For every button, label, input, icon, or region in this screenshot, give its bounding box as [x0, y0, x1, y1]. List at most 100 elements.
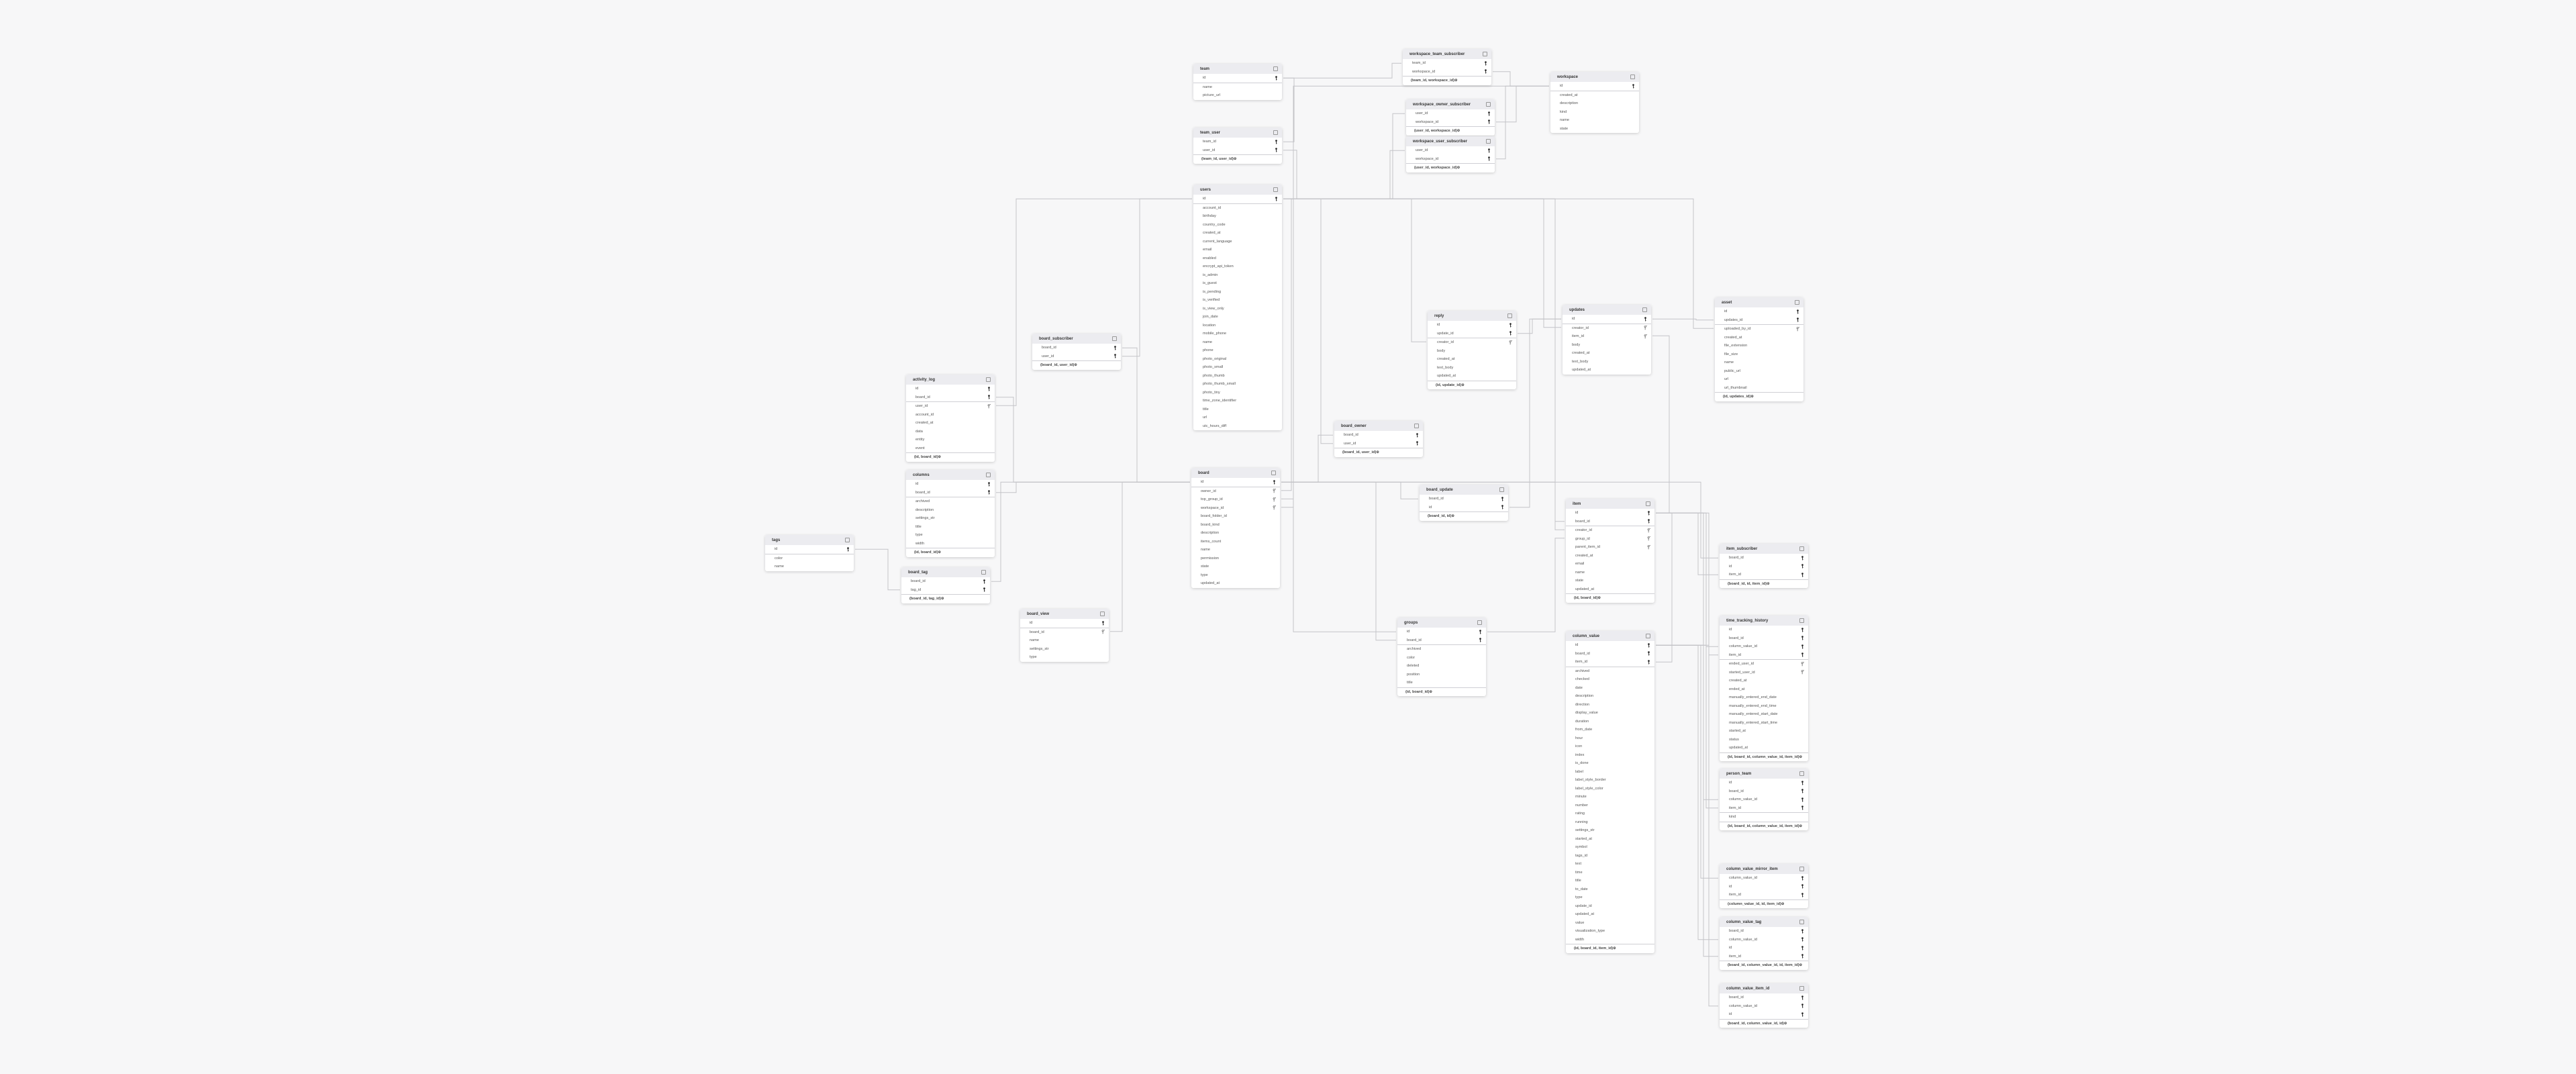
table-header[interactable]: board — [1191, 468, 1280, 478]
column-row[interactable]: item_id — [1566, 658, 1654, 667]
column-row[interactable]: user_id — [1406, 146, 1495, 155]
column-row[interactable]: created_at — [1720, 677, 1808, 685]
column-row[interactable]: top_group_id — [1191, 495, 1280, 504]
column-row[interactable]: visualization_type — [1566, 927, 1654, 936]
column-row[interactable]: workspace_id — [1406, 154, 1495, 163]
column-row[interactable]: photo_thumb_small — [1193, 380, 1282, 389]
column-row[interactable]: permission — [1191, 554, 1280, 563]
column-row[interactable]: position — [1397, 671, 1486, 679]
column-row[interactable]: label — [1566, 768, 1654, 777]
open-table-icon[interactable] — [1799, 986, 1804, 991]
column-row[interactable]: email — [1566, 560, 1654, 569]
column-row[interactable]: created_at — [906, 419, 995, 428]
column-row[interactable]: item_id — [1720, 571, 1808, 579]
column-row[interactable]: item_id — [1720, 803, 1808, 812]
column-row[interactable]: column_value_id — [1720, 795, 1808, 804]
column-row[interactable]: id — [1715, 307, 1803, 316]
table-header[interactable]: person_team — [1720, 769, 1808, 779]
column-row[interactable]: is_done — [1566, 759, 1654, 768]
table-header[interactable]: team — [1193, 64, 1282, 74]
open-table-icon[interactable] — [1646, 501, 1650, 506]
column-row[interactable]: created_at — [1428, 355, 1516, 364]
column-row[interactable]: manually_entered_start_date — [1720, 710, 1808, 719]
column-row[interactable]: id — [1193, 74, 1282, 83]
open-table-icon[interactable] — [1799, 867, 1804, 871]
column-row[interactable]: board_id — [1566, 649, 1654, 658]
column-row[interactable]: description — [1191, 529, 1280, 538]
column-row[interactable]: workspace_id — [1406, 117, 1495, 126]
column-row[interactable]: icon — [1566, 742, 1654, 751]
column-row[interactable]: settings_str — [906, 514, 995, 523]
column-row[interactable]: item_id — [1720, 891, 1808, 899]
column-row[interactable]: updates_id — [1715, 315, 1803, 324]
column-row[interactable]: title — [1193, 405, 1282, 414]
table-header[interactable]: team_user — [1193, 128, 1282, 138]
column-row[interactable]: id — [1550, 82, 1639, 91]
open-table-icon[interactable] — [1799, 546, 1804, 551]
column-row[interactable]: photo_thumb — [1193, 372, 1282, 381]
column-row[interactable]: name — [1715, 358, 1803, 367]
table-header[interactable]: board_owner — [1334, 421, 1423, 431]
column-row[interactable]: board_id — [1720, 993, 1808, 1002]
open-table-icon[interactable] — [1486, 139, 1491, 144]
open-table-icon[interactable] — [986, 377, 991, 382]
column-row[interactable]: settings_str — [1020, 645, 1109, 654]
column-row[interactable]: name — [1566, 569, 1654, 577]
column-row[interactable]: picture_url — [1193, 91, 1282, 100]
column-row[interactable]: kind — [1720, 812, 1808, 822]
column-row[interactable]: ended_user_id — [1720, 659, 1808, 669]
table-header[interactable]: users — [1193, 185, 1282, 195]
column-row[interactable]: to_date — [1566, 885, 1654, 894]
column-row[interactable]: from_date — [1566, 726, 1654, 734]
column-row[interactable]: column_value_id — [1720, 1002, 1808, 1010]
column-row[interactable]: user_id — [1032, 352, 1121, 360]
column-row[interactable]: deleted — [1397, 662, 1486, 671]
open-table-icon[interactable] — [1646, 634, 1650, 638]
open-table-icon[interactable] — [1273, 187, 1278, 192]
open-table-icon[interactable] — [1799, 771, 1804, 776]
column-row[interactable]: id — [1428, 321, 1516, 330]
open-table-icon[interactable] — [1486, 102, 1491, 107]
column-row[interactable]: join_date — [1193, 313, 1282, 322]
table-header[interactable]: activity_log — [906, 375, 995, 385]
column-row[interactable]: id — [1191, 478, 1280, 487]
column-row[interactable]: time_zone_identifier — [1193, 397, 1282, 405]
table-header[interactable]: columns — [906, 470, 995, 480]
table-header[interactable]: groups — [1397, 618, 1486, 628]
column-row[interactable]: is_admin — [1193, 271, 1282, 280]
column-row[interactable]: file_extension — [1715, 342, 1803, 350]
column-row[interactable]: symbol — [1566, 843, 1654, 852]
table-header[interactable]: workspace — [1550, 72, 1639, 82]
table-header[interactable]: column_value_item_id — [1720, 983, 1808, 993]
column-row[interactable]: settings_str — [1566, 826, 1654, 835]
column-row[interactable]: title — [906, 523, 995, 532]
table-header[interactable]: column_value_tag — [1720, 917, 1808, 927]
column-row[interactable]: current_language — [1193, 238, 1282, 246]
column-row[interactable]: title — [1397, 679, 1486, 687]
table-header[interactable]: updates — [1563, 305, 1651, 315]
column-row[interactable]: name — [1191, 546, 1280, 554]
column-row[interactable]: updated_at — [1563, 366, 1651, 375]
column-row[interactable]: account_id — [906, 411, 995, 420]
column-row[interactable]: duration — [1566, 718, 1654, 726]
column-row[interactable]: board_kind — [1191, 521, 1280, 530]
column-row[interactable]: date — [1566, 684, 1654, 693]
table-header[interactable]: column_value_mirror_item — [1720, 864, 1808, 874]
column-row[interactable]: text_body — [1428, 364, 1516, 373]
column-row[interactable]: created_at — [1550, 90, 1639, 100]
open-table-icon[interactable] — [1477, 620, 1482, 625]
column-row[interactable]: item_id — [1720, 952, 1808, 961]
column-row[interactable]: tag_id — [901, 585, 990, 594]
table-header[interactable]: item_subscriber — [1720, 544, 1808, 554]
